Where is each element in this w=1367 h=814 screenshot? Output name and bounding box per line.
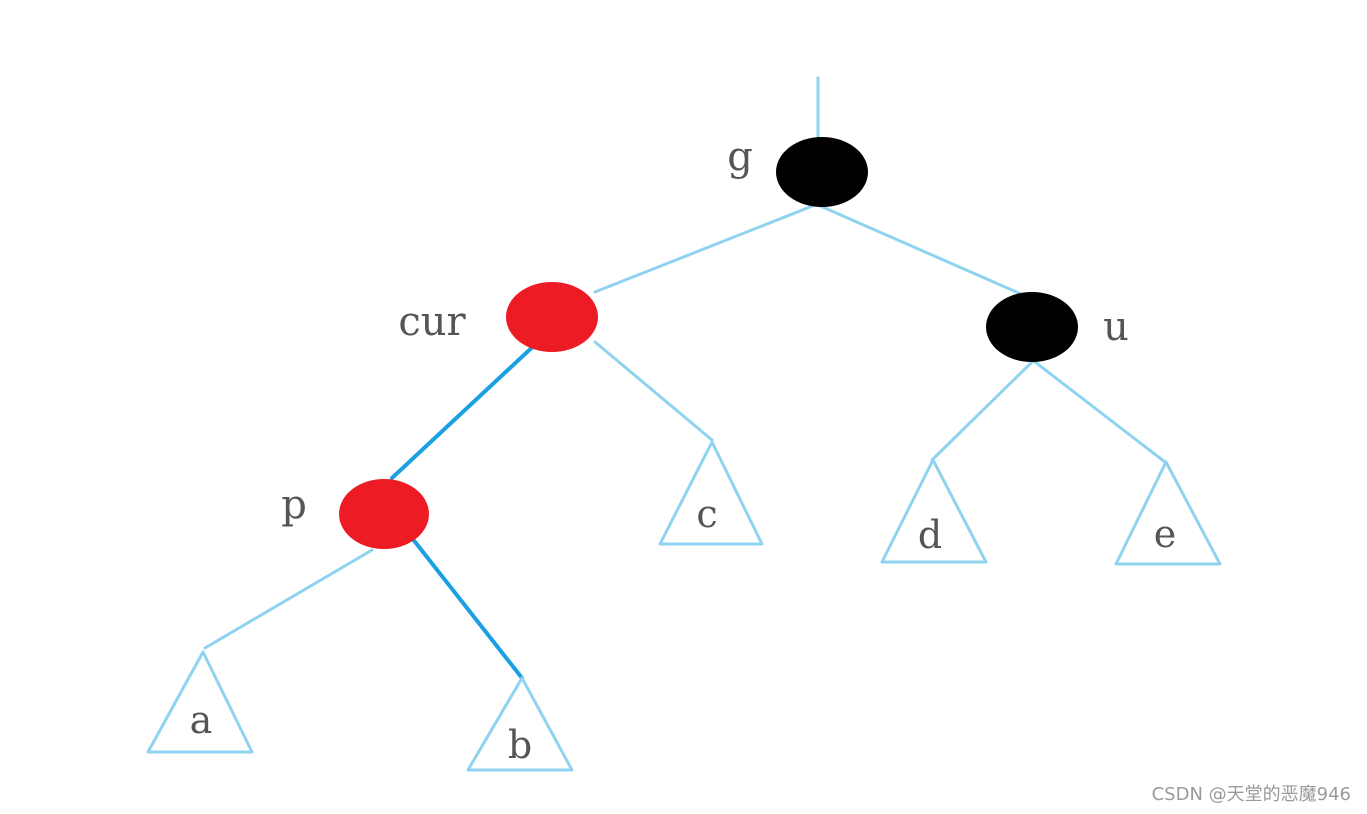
- node-p-label: p: [281, 482, 307, 528]
- subtree-d: d: [880, 458, 988, 564]
- edge-u-e: [1033, 360, 1167, 464]
- edge-cur-c: [593, 340, 714, 442]
- subtree-b-triangle: [466, 676, 574, 772]
- node-u: u: [986, 292, 1129, 362]
- watermark: CSDN @天堂的恶魔946: [1151, 784, 1351, 805]
- subtree-a: a: [146, 650, 254, 754]
- node-g-label: g: [727, 134, 753, 180]
- subtree-c: c: [658, 440, 764, 546]
- node-p: p: [281, 479, 429, 549]
- subtree-b-label: b: [508, 723, 532, 767]
- node-cur-circle: [506, 282, 598, 352]
- subtree-b: b: [466, 676, 574, 772]
- node-cur: cur: [398, 282, 598, 352]
- edge-p-a: [203, 548, 374, 650]
- subtree-a-triangle: [146, 650, 254, 754]
- edge-p-b: [410, 536, 524, 680]
- subtree-c-triangle: [658, 440, 764, 546]
- subtree-d-label: d: [918, 513, 942, 557]
- node-g: g: [727, 134, 868, 207]
- node-cur-label: cur: [398, 299, 466, 345]
- subtree-c-label: c: [696, 492, 717, 536]
- subtree-e: e: [1114, 460, 1222, 566]
- subtree-e-label: e: [1154, 512, 1177, 556]
- subtree-a-label: a: [190, 698, 213, 742]
- node-g-circle: [776, 137, 868, 207]
- edge-cur-p: [390, 338, 542, 480]
- node-u-label: u: [1103, 304, 1129, 350]
- node-u-circle: [986, 292, 1078, 362]
- subtree-d-triangle: [880, 458, 988, 564]
- subtree-e-triangle: [1114, 460, 1222, 566]
- edge-g-cur: [593, 203, 817, 294]
- edge-g-u: [816, 203, 1032, 300]
- edge-u-d: [930, 360, 1034, 462]
- node-p-circle: [339, 479, 429, 549]
